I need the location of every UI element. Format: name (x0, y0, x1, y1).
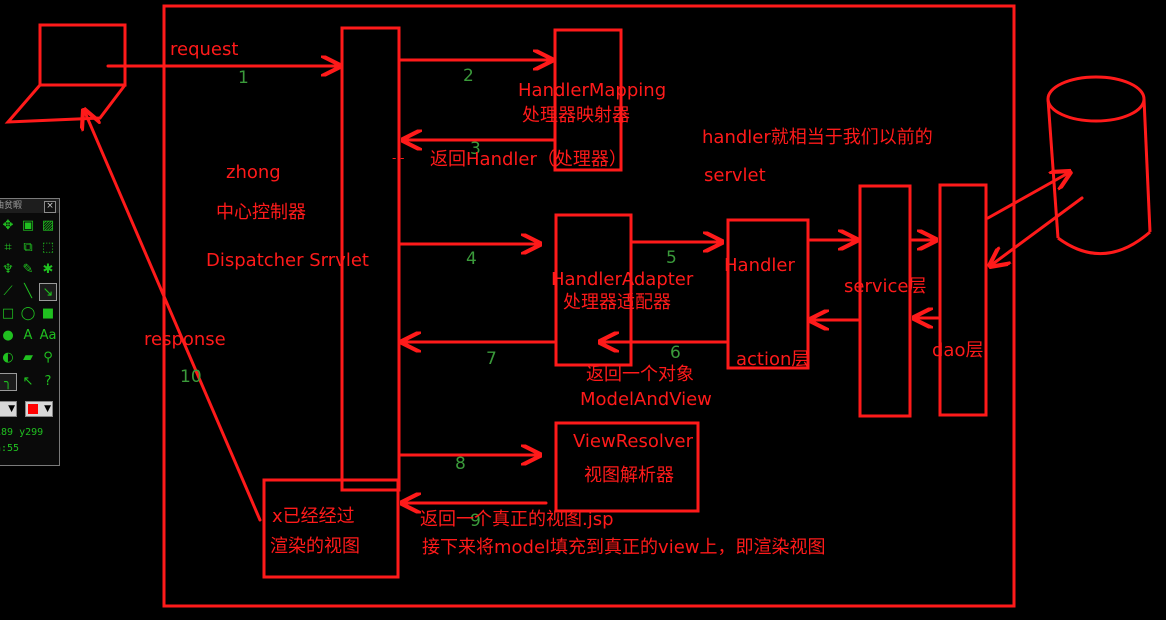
handler-adapter-cn-label: 处理器适配器 (563, 292, 671, 313)
red-color-swatch (28, 404, 38, 414)
view-resolver-box (554, 421, 700, 513)
action-layer-label: action层 (736, 349, 809, 370)
return-handler-dashes: - - (392, 151, 404, 165)
model-and-view-label: ModelAndView (580, 389, 712, 410)
magnifier-icon[interactable]: ⚲ (43, 350, 53, 365)
step-number-1: 1 (238, 68, 249, 88)
toolbox-number: n:55 (0, 443, 20, 454)
handler-adapter-label: HandlerAdapter (551, 269, 694, 290)
select-icon[interactable]: ▣ (21, 218, 35, 233)
text-tool-icon[interactable]: A (23, 328, 33, 343)
request-label: request (170, 39, 238, 60)
central-controller-label: 中心控制器 (216, 202, 306, 223)
filled-ellipse-icon[interactable]: ● (2, 328, 14, 343)
color-dropdown[interactable]: ▼ (25, 401, 53, 417)
dispatcher-servlet-box (340, 26, 401, 492)
copy-icon[interactable]: ⧉ (23, 240, 33, 255)
handler-adapter-box (554, 213, 633, 367)
arrow-dao-to-db (986, 172, 1070, 220)
step-number-7: 7 (486, 349, 497, 369)
free-select-icon[interactable]: ✥ (2, 218, 14, 233)
rendered-view-label-1: x已经经过 (272, 506, 355, 527)
view-resolver-label: ViewResolver (573, 431, 694, 452)
return-object-label: 返回一个对象 (586, 364, 694, 385)
marker-icon[interactable]: ◐ (2, 350, 14, 365)
handler-note-line-1: handler就相当于我们以前的 (702, 127, 933, 148)
pen-icon[interactable]: ✎ (22, 262, 34, 277)
help-icon[interactable]: ? (44, 374, 52, 389)
dotted-rect-icon[interactable]: ⬚ (41, 240, 55, 255)
toolbox-close-button[interactable]: × (44, 201, 56, 213)
step-number-6: 6 (670, 343, 681, 363)
step-number-3: 3 (470, 139, 481, 159)
image-icon[interactable]: ▨ (41, 218, 55, 233)
curve-icon[interactable]: ╮ (0, 373, 17, 391)
toolbox-coordinates: 189 y299 (0, 427, 44, 438)
ellipse-icon[interactable]: ◯ (20, 306, 36, 321)
return-view-jsp-label: 返回一个真正的视图.jsp (420, 509, 614, 530)
dispatcher-servlet-label: Dispatcher Srrvlet (206, 250, 369, 271)
zhong-label: zhong (226, 162, 281, 183)
arrow-tool-icon[interactable]: ↘ (39, 283, 57, 301)
stamp-icon[interactable]: ▰ (23, 350, 33, 365)
step-number-5: 5 (666, 248, 677, 268)
handler-note-line-2: servlet (704, 165, 766, 186)
fill-icon[interactable]: ✱ (42, 262, 54, 277)
handler-mapping-cn-label: 处理器映射器 (522, 105, 630, 126)
crop-icon[interactable]: ⌗ (4, 240, 12, 255)
arrow-db-to-dao (990, 196, 1084, 266)
step-number-4: 4 (466, 249, 477, 269)
handler-box (726, 218, 810, 370)
rectangle-icon[interactable]: □ (1, 306, 15, 321)
step-number-8: 8 (455, 454, 466, 474)
line-width-dropdown[interactable]: ▼ (0, 401, 17, 417)
diagonal-icon[interactable]: ⟋ (3, 284, 13, 299)
rendered-view-box (262, 478, 400, 579)
handler-mapping-label: HandlerMapping (518, 80, 666, 101)
outer-frame (162, 4, 1016, 608)
handler-label: Handler (724, 255, 795, 276)
filled-rect-icon[interactable]: ■ (41, 306, 55, 321)
step-number-2: 2 (463, 66, 474, 86)
line-icon[interactable]: ╲ (24, 284, 32, 299)
laptop-icon (4, 23, 127, 124)
step-number-10: 10 (180, 367, 202, 387)
text-aa-icon[interactable]: Aa (39, 328, 57, 343)
return-handler-label: 返回Handler（处理器） (430, 149, 627, 170)
rendered-view-label-2: 渲染的视图 (270, 536, 360, 557)
brush-icon[interactable]: ♆ (2, 262, 14, 277)
view-resolver-cn-label: 视图解析器 (584, 465, 674, 486)
database-icon (1046, 75, 1152, 256)
service-layer-label: service层 (844, 276, 926, 297)
handler-mapping-box (553, 28, 623, 172)
paint-toolbox: 油贫暇 × ✥ ▣ ▨ ⌗ ⧉ ⬚ ♆ ✎ ✱ ⟋ ╲ ↘ □ ◯ ■ ● A … (0, 198, 60, 466)
service-box (858, 184, 912, 418)
dao-box (938, 183, 988, 417)
pointer-icon[interactable]: ↖ (22, 374, 34, 389)
step-number-9: 9 (470, 511, 481, 531)
response-label: response (144, 329, 226, 350)
fill-model-label: 接下来将model填充到真正的view上，即渲染视图 (422, 537, 826, 558)
dao-layer-label: dao层 (932, 340, 983, 361)
arrow-response (84, 110, 262, 522)
